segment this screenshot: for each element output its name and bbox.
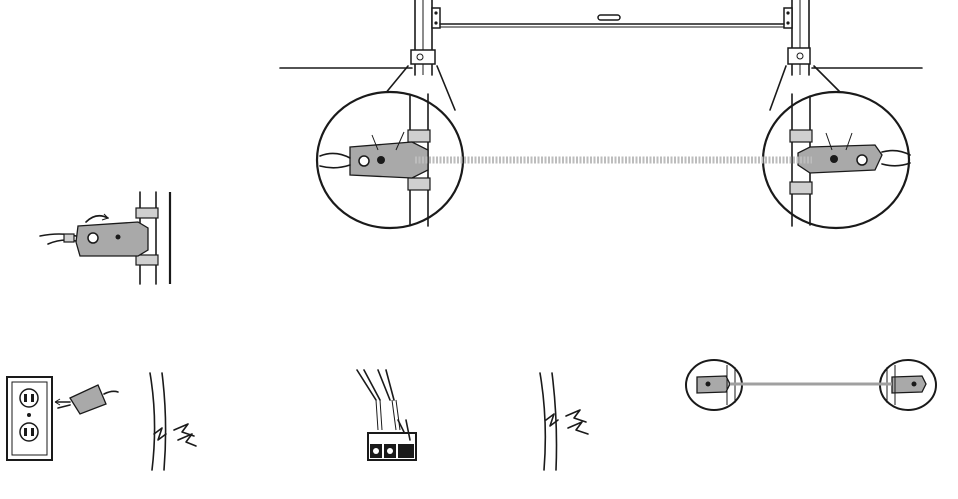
wire-terminals bbox=[357, 370, 416, 460]
right-small-sensor bbox=[788, 48, 810, 64]
door-bottom-edge bbox=[440, 15, 784, 27]
sensor-bracket-detail bbox=[40, 192, 170, 284]
outlet-plug bbox=[7, 377, 118, 460]
right-magnified-sensor bbox=[763, 92, 910, 228]
sensor-beam-alignment bbox=[686, 360, 936, 410]
door-sensor-overview bbox=[280, 0, 922, 228]
damaged-wire-1 bbox=[150, 373, 196, 470]
left-small-sensor bbox=[411, 50, 435, 64]
damaged-wire-2 bbox=[540, 373, 588, 470]
